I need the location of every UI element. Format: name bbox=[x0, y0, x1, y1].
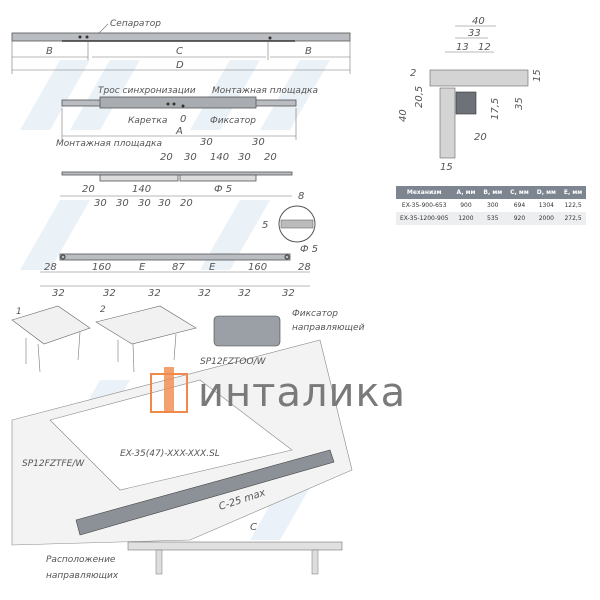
mount-plate-drawing: Монтажная площадка 20 30 140 30 20 30 30… bbox=[56, 137, 293, 209]
table-variant-2: 2 bbox=[100, 305, 106, 315]
cell: 1200 bbox=[452, 212, 480, 225]
dim-text: 32 bbox=[198, 288, 211, 299]
dim-text: 13 bbox=[456, 42, 469, 53]
second-rail-drawing: Трос синхронизации Монтажная площадка Ка… bbox=[61, 86, 318, 140]
cell: EX-35-1200-905 bbox=[396, 212, 453, 225]
dim-text: 30 bbox=[238, 152, 251, 163]
separator-label: Сепаратор bbox=[110, 19, 161, 29]
col-header: D, мм bbox=[532, 186, 560, 199]
zero-mark: 0 bbox=[180, 114, 186, 125]
lock-label: Фиксатор bbox=[210, 116, 256, 126]
col-header: Механизм bbox=[396, 186, 453, 199]
cell: 122,5 bbox=[564, 202, 582, 209]
dim-text: 32 bbox=[282, 288, 295, 299]
top-rail-drawing: Сепаратор B C D B bbox=[11, 19, 351, 74]
dim-text: 2 bbox=[410, 68, 416, 79]
dim-text: 20 bbox=[264, 152, 277, 163]
table-row: EX-35-900-653 900 300 694 1304 122,5 bbox=[396, 199, 586, 212]
dim-text: 30 bbox=[94, 198, 107, 209]
cell: 300 bbox=[487, 202, 499, 209]
dim-text: 32 bbox=[103, 288, 116, 299]
dim-text: 33 bbox=[468, 28, 481, 39]
dim-text: 30 bbox=[252, 137, 265, 148]
part-label: SP12FZTFE/W bbox=[22, 459, 85, 469]
brand-watermark: инталика bbox=[198, 370, 407, 416]
bottom-rail-drawing: 8 5 Ф 5 28 160 E 87 E 160 28 32 32 32 32… bbox=[40, 191, 318, 299]
spec-table: Механизм A, мм B, мм C, мм D, мм E, мм E… bbox=[396, 186, 587, 225]
rail-lock-label: направляющей bbox=[292, 323, 365, 333]
carriage-label: Каретка bbox=[128, 116, 167, 126]
table-row: EX-35-1200-905 1200 535 920 2000 272,5 bbox=[396, 212, 587, 225]
table-variant-1: 1 bbox=[16, 307, 22, 317]
mount-pad-label: Монтажная площадка bbox=[212, 86, 318, 96]
brand-logo-icon bbox=[150, 367, 188, 413]
dim-b-left: B bbox=[46, 46, 53, 57]
dim-text: 140 bbox=[210, 152, 229, 163]
dim-text: 17,5 bbox=[490, 98, 501, 120]
cell: 272,5 bbox=[559, 212, 587, 225]
part-label: SP12FZTOO/W bbox=[200, 357, 267, 367]
dim-text: E bbox=[209, 262, 216, 273]
dim-text: 12 bbox=[478, 42, 491, 53]
cell: 2000 bbox=[532, 212, 560, 225]
dim-text: 20 bbox=[160, 152, 173, 163]
col-header: C, мм bbox=[506, 186, 533, 199]
part-label: EX-35(47)-XXX-XXX.SL bbox=[120, 449, 220, 459]
assembly-illustration: 1 2 Фиксатор направляющей SP12FZTOO/W SP… bbox=[11, 305, 365, 581]
dim-text: 40 bbox=[472, 16, 485, 27]
cell: EX-35-900-653 bbox=[401, 202, 447, 209]
dim-text: 30 bbox=[116, 198, 129, 209]
dim-text: 160 bbox=[92, 262, 111, 273]
placement-label: направляющих bbox=[46, 571, 119, 581]
dim-text: 35 bbox=[514, 97, 525, 110]
cable-label: Трос синхронизации bbox=[98, 86, 196, 96]
dim-text: 8 bbox=[298, 191, 304, 202]
dim-c: C bbox=[176, 46, 183, 57]
dim-text: 30 bbox=[184, 152, 197, 163]
placement-label: Расположение bbox=[46, 555, 116, 565]
dim-text: 20 bbox=[180, 198, 193, 209]
dim-text: 5 bbox=[262, 220, 268, 231]
dim-text: Ф 5 bbox=[214, 184, 232, 195]
mount-plate-label: Монтажная площадка bbox=[56, 139, 162, 149]
dim-text: 160 bbox=[248, 262, 267, 273]
dim-text: 28 bbox=[298, 262, 311, 273]
dim-text: 32 bbox=[52, 288, 65, 299]
cell: 920 bbox=[506, 212, 533, 225]
dim-text: 40 bbox=[398, 109, 409, 122]
dim-text: E bbox=[139, 262, 146, 273]
col-header: A, мм bbox=[452, 186, 480, 199]
rail-lock-label: Фиксатор bbox=[292, 309, 338, 319]
dim-text: 15 bbox=[440, 162, 453, 173]
cell: 694 bbox=[513, 202, 526, 209]
col-header: B, мм bbox=[479, 186, 507, 199]
dim-text: 20 bbox=[474, 132, 487, 143]
dim-text: 32 bbox=[148, 288, 161, 299]
cell: 900 bbox=[460, 202, 472, 209]
dim-a: A bbox=[175, 126, 183, 137]
dim-text: 30 bbox=[138, 198, 151, 209]
dim-text: 20,5 bbox=[414, 86, 425, 108]
dim-b-right: B bbox=[305, 46, 312, 57]
dim-text: 87 bbox=[172, 262, 185, 273]
dim-text: C bbox=[250, 522, 257, 533]
table-header: Механизм A, мм B, мм C, мм D, мм E, мм bbox=[396, 186, 587, 199]
dim-d: D bbox=[176, 60, 184, 71]
dim-text: Ф 5 bbox=[300, 244, 318, 255]
dim-text: 32 bbox=[238, 288, 251, 299]
dim-text: 30 bbox=[158, 198, 171, 209]
cross-section-drawing: 40 33 13 12 2 15 20,5 40 17,5 35 20 15 bbox=[398, 16, 543, 173]
dim-text: 15 bbox=[532, 69, 543, 82]
dim-text: 30 bbox=[200, 137, 213, 148]
col-header: E, мм bbox=[559, 186, 587, 199]
dim-text: 20 bbox=[82, 184, 95, 195]
dim-text: 140 bbox=[132, 184, 151, 195]
cell: 1304 bbox=[538, 202, 554, 209]
cell: 535 bbox=[479, 212, 507, 225]
dim-text: 28 bbox=[44, 262, 57, 273]
